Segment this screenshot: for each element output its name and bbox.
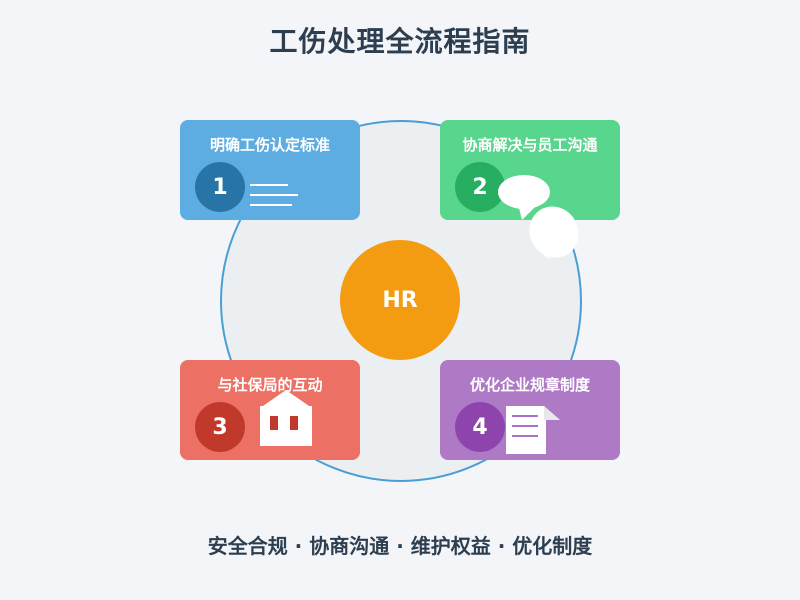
step-label: 与社保局的互动	[217, 376, 323, 394]
step-number-badge: 4	[455, 402, 505, 452]
step-card-4: 优化企业规章制度 4	[440, 360, 620, 460]
step-card-1: 明确工伤认定标准 1	[180, 120, 360, 220]
building-icon	[260, 390, 312, 446]
document-lines-icon	[250, 184, 298, 206]
hr-center-node: HR	[340, 240, 460, 360]
step-card-3: 与社保局的互动 3	[180, 360, 360, 460]
step-number-badge: 2	[455, 162, 505, 212]
step-label: 明确工伤认定标准	[209, 136, 330, 154]
step-card-2: 协商解决与员工沟通 2	[440, 120, 620, 220]
page-title: 工伤处理全流程指南	[269, 25, 531, 58]
chat-bubbles-icon	[498, 175, 578, 260]
step-number-badge: 1	[195, 162, 245, 212]
footer-summary: 安全合规 · 协商沟通 · 维护权益 · 优化制度	[207, 534, 593, 558]
step-label: 优化企业规章制度	[469, 376, 590, 394]
policy-document-icon	[506, 406, 560, 454]
step-number-badge: 3	[195, 402, 245, 452]
step-label: 协商解决与员工沟通	[462, 136, 598, 154]
